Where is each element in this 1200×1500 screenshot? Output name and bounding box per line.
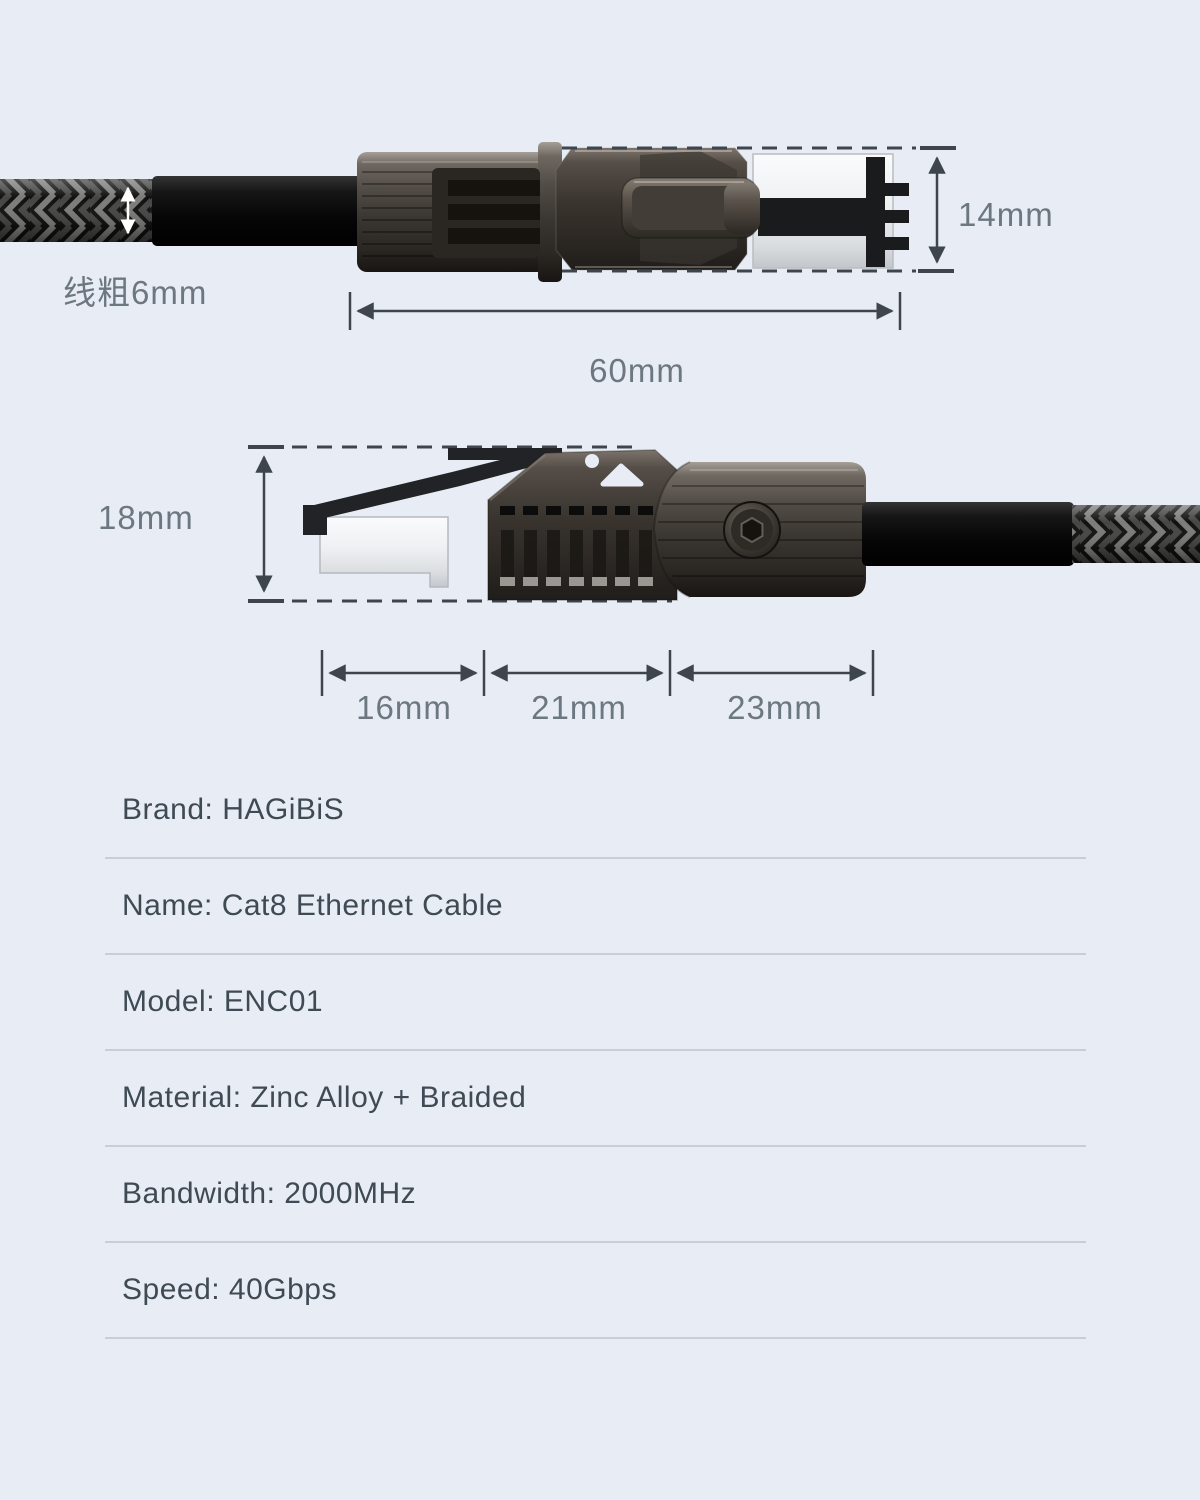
top-view-diagram [0,130,1200,390]
connector-housing [487,449,678,601]
spec-list: Brand: HAGiBiS Name: Cat8 Ethernet Cable… [105,763,1086,1339]
height-18mm-label: 18mm [98,499,194,536]
spec-row-text: Material: Zinc Alloy + Braided [122,1081,527,1114]
metal-barrel [357,142,562,282]
spec-row-speed: Speed: 40Gbps [105,1243,1086,1339]
side-view-diagram [0,420,1200,730]
spec-row-bandwidth: Bandwidth: 2000MHz [105,1147,1086,1243]
segment-dimensions [320,650,875,696]
length-60mm-label: 60mm [589,352,685,389]
segment-21mm-label: 21mm [531,689,627,726]
height-14mm-label: 14mm [958,196,1054,233]
spec-row-material: Material: Zinc Alloy + Braided [105,1051,1086,1147]
spec-row-model: Model: ENC01 [105,955,1086,1051]
braided-cable [0,179,160,242]
braided-cable [1072,505,1200,563]
segment-23mm-label: 23mm [727,689,823,726]
spec-row-text: Speed: 40Gbps [122,1273,337,1306]
plug-tip [319,516,449,588]
spec-row-name: Name: Cat8 Ethernet Cable [105,859,1086,955]
side-connector-illustration [248,445,1200,696]
cable-sleeve [152,176,364,246]
spec-row-text: Brand: HAGiBiS [122,793,345,826]
top-connector-illustration [0,142,956,330]
spec-row-text: Name: Cat8 Ethernet Cable [122,889,504,922]
spec-row-brand: Brand: HAGiBiS [105,763,1086,859]
length-dimension [348,292,902,330]
cable-sleeve [862,502,1074,566]
segment-16mm-label: 16mm [356,689,452,726]
latch-clip [621,177,760,239]
dashed-outline [562,146,956,273]
latch-arm [303,448,562,535]
dashed-outline [248,445,672,603]
hex-screw [723,501,781,559]
metal-barrel [652,461,866,598]
spec-row-text: Model: ENC01 [122,985,324,1018]
spec-row-text: Bandwidth: 2000MHz [122,1177,417,1210]
contact-pins [758,157,909,267]
cable-thickness-label: 线粗6mm [63,274,208,311]
